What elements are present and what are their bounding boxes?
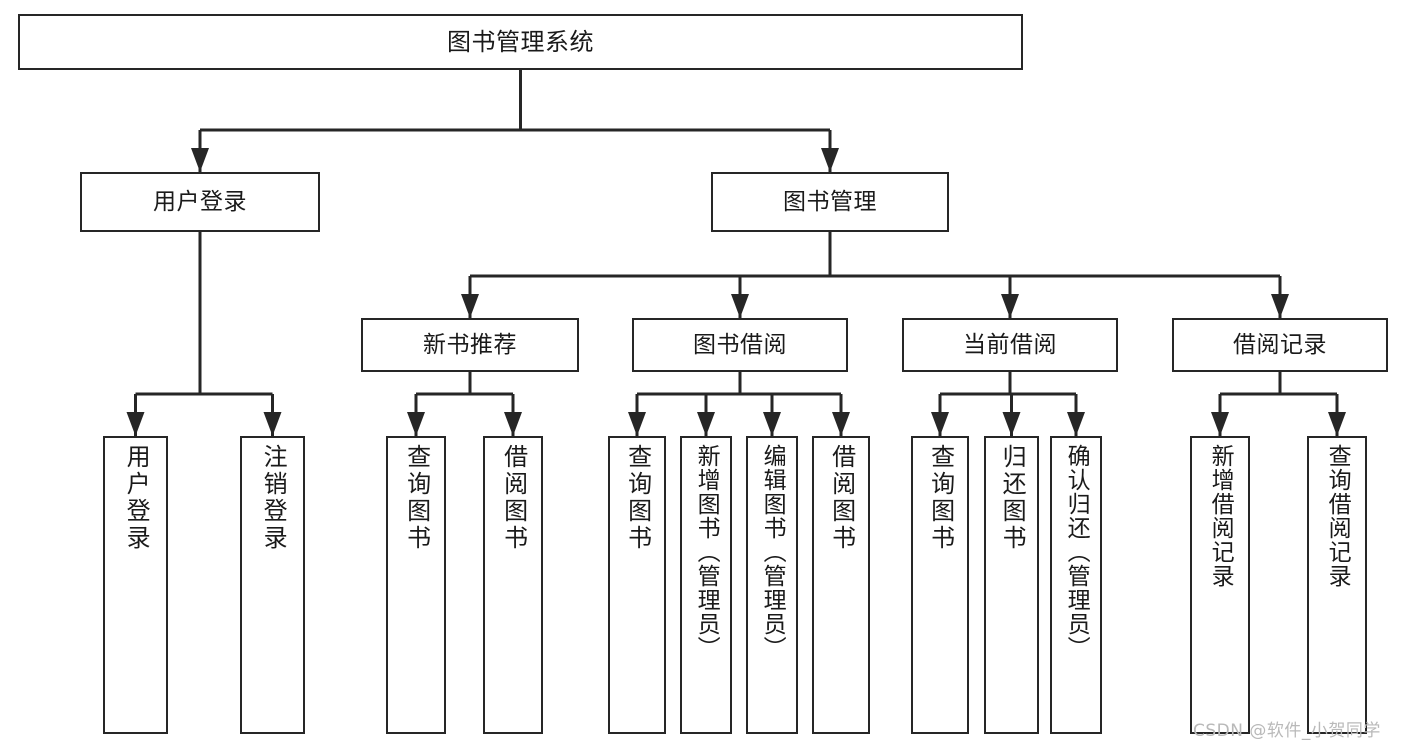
node-borrow[interactable]: 图书借阅 xyxy=(632,318,848,372)
node-leaf5[interactable]: 查询图书 xyxy=(608,436,666,734)
node-label: 编辑图书（管理员） xyxy=(759,444,786,660)
node-leaf6[interactable]: 新增图书（管理员） xyxy=(680,436,732,734)
node-bookmgmt[interactable]: 图书管理 xyxy=(711,172,949,232)
node-label: 用户登录 xyxy=(122,444,151,552)
node-label: 图书管理系统 xyxy=(447,28,594,56)
node-current[interactable]: 当前借阅 xyxy=(902,318,1118,372)
node-label: 借阅图书 xyxy=(827,444,856,552)
node-leaf11[interactable]: 确认归还（管理员） xyxy=(1050,436,1102,734)
node-leaf4[interactable]: 借阅图书 xyxy=(483,436,543,734)
node-records[interactable]: 借阅记录 xyxy=(1172,318,1388,372)
node-leaf9[interactable]: 查询图书 xyxy=(911,436,969,734)
node-leaf8[interactable]: 借阅图书 xyxy=(812,436,870,734)
node-label: 查询图书 xyxy=(926,444,955,552)
node-label: 归还图书 xyxy=(998,444,1027,552)
node-label: 当前借阅 xyxy=(963,331,1057,358)
node-label: 新增图书（管理员） xyxy=(693,444,720,660)
node-label: 图书借阅 xyxy=(693,331,787,358)
node-label: 新书推荐 xyxy=(423,331,517,358)
watermark: CSDN @软件_小贺同学 xyxy=(1193,721,1381,741)
node-root[interactable]: 图书管理系统 xyxy=(18,14,1023,70)
node-newbooks[interactable]: 新书推荐 xyxy=(361,318,579,372)
node-label: 注销登录 xyxy=(259,444,288,552)
node-label: 借阅记录 xyxy=(1233,331,1327,358)
node-leaf10[interactable]: 归还图书 xyxy=(984,436,1039,734)
node-label: 借阅图书 xyxy=(499,444,528,552)
node-leaf1[interactable]: 用户登录 xyxy=(103,436,168,734)
node-label: 查询图书 xyxy=(402,444,431,552)
node-leaf3[interactable]: 查询图书 xyxy=(386,436,446,734)
node-label: 查询借阅记录 xyxy=(1324,444,1351,588)
node-leaf13[interactable]: 查询借阅记录 xyxy=(1307,436,1367,734)
node-login[interactable]: 用户登录 xyxy=(80,172,320,232)
node-label: 用户登录 xyxy=(153,188,247,215)
node-leaf12[interactable]: 新增借阅记录 xyxy=(1190,436,1250,734)
node-leaf2[interactable]: 注销登录 xyxy=(240,436,305,734)
node-label: 确认归还（管理员） xyxy=(1063,444,1090,660)
node-leaf7[interactable]: 编辑图书（管理员） xyxy=(746,436,798,734)
node-label: 新增借阅记录 xyxy=(1207,444,1234,588)
node-label: 查询图书 xyxy=(623,444,652,552)
node-label: 图书管理 xyxy=(783,188,877,215)
